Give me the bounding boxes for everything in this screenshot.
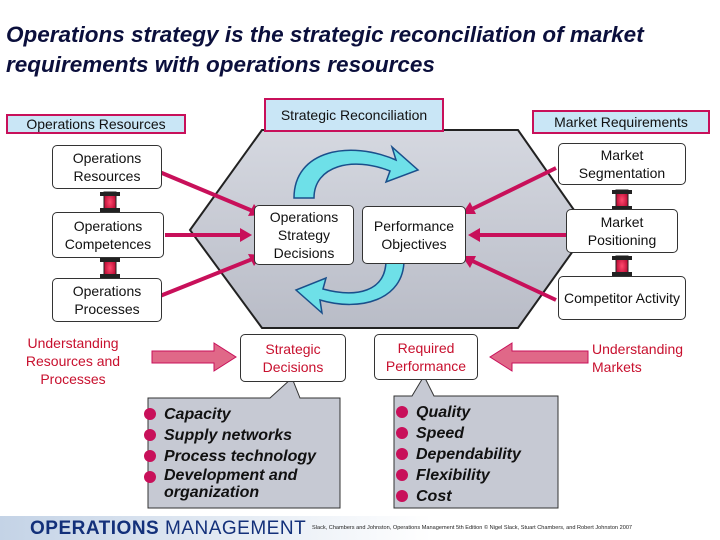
ops-resources-header: Operations Resources xyxy=(6,114,186,134)
bullet-icon xyxy=(144,408,156,420)
copyright-credit: Slack, Chambers and Johnston, Operations… xyxy=(312,525,633,531)
performance-objectives-box: Performance Objectives xyxy=(362,206,466,264)
bullet-icon xyxy=(396,490,408,502)
performance-objectives-list: Quality Speed Dependability Flexibility … xyxy=(394,402,554,507)
bullet-icon xyxy=(396,406,408,418)
right-box-market-positioning: Market Positioning xyxy=(566,209,678,253)
left-box-ops-resources: Operations Resources xyxy=(52,145,162,189)
list-item: Development and organization xyxy=(142,467,342,501)
list-item: Dependability xyxy=(394,444,554,465)
left-box-ops-processes: Operations Processes xyxy=(52,278,162,322)
list-item: Cost xyxy=(394,486,554,507)
market-requirements-header: Market Requirements xyxy=(532,110,710,134)
footer-band xyxy=(0,516,720,540)
ops-strategy-decisions-box: Operations Strategy Decisions xyxy=(254,205,354,265)
list-item: Speed xyxy=(394,423,554,444)
cycle-arrow-top xyxy=(293,144,420,199)
bullet-icon xyxy=(396,469,408,481)
left-box-ops-competences: Operations Competences xyxy=(52,212,164,258)
book-logo: OPERATIONS MANAGEMENT xyxy=(30,518,307,539)
understanding-resources-label: Understanding Resources and Processes xyxy=(25,335,121,387)
bullet-icon xyxy=(144,429,156,441)
strategic-reconciliation-header: Strategic Reconciliation xyxy=(264,98,444,132)
cycle-arrow-bottom xyxy=(294,259,405,315)
performance-callout-shape xyxy=(393,374,559,509)
page-title: Operations strategy is the strategic rec… xyxy=(6,22,644,77)
list-item: Flexibility xyxy=(394,465,554,486)
bullet-icon xyxy=(144,471,156,483)
list-item: Capacity xyxy=(142,404,342,425)
decisions-callout-shape xyxy=(147,377,341,509)
list-item: Process technology xyxy=(142,446,342,467)
bullet-icon xyxy=(144,450,156,462)
right-box-market-segmentation: Market Segmentation xyxy=(558,143,686,185)
bullet-icon xyxy=(396,448,408,460)
strategic-decisions-box: Strategic Decisions xyxy=(240,334,346,382)
understanding-markets-label: Understanding Markets xyxy=(592,341,684,375)
list-item: Supply networks xyxy=(142,425,342,446)
decision-areas-list: Capacity Supply networks Process technol… xyxy=(142,404,342,501)
right-box-competitor-activity: Competitor Activity xyxy=(558,276,686,320)
required-performance-box: Required Performance xyxy=(374,334,478,380)
bullet-icon xyxy=(396,427,408,439)
list-item: Quality xyxy=(394,402,554,423)
